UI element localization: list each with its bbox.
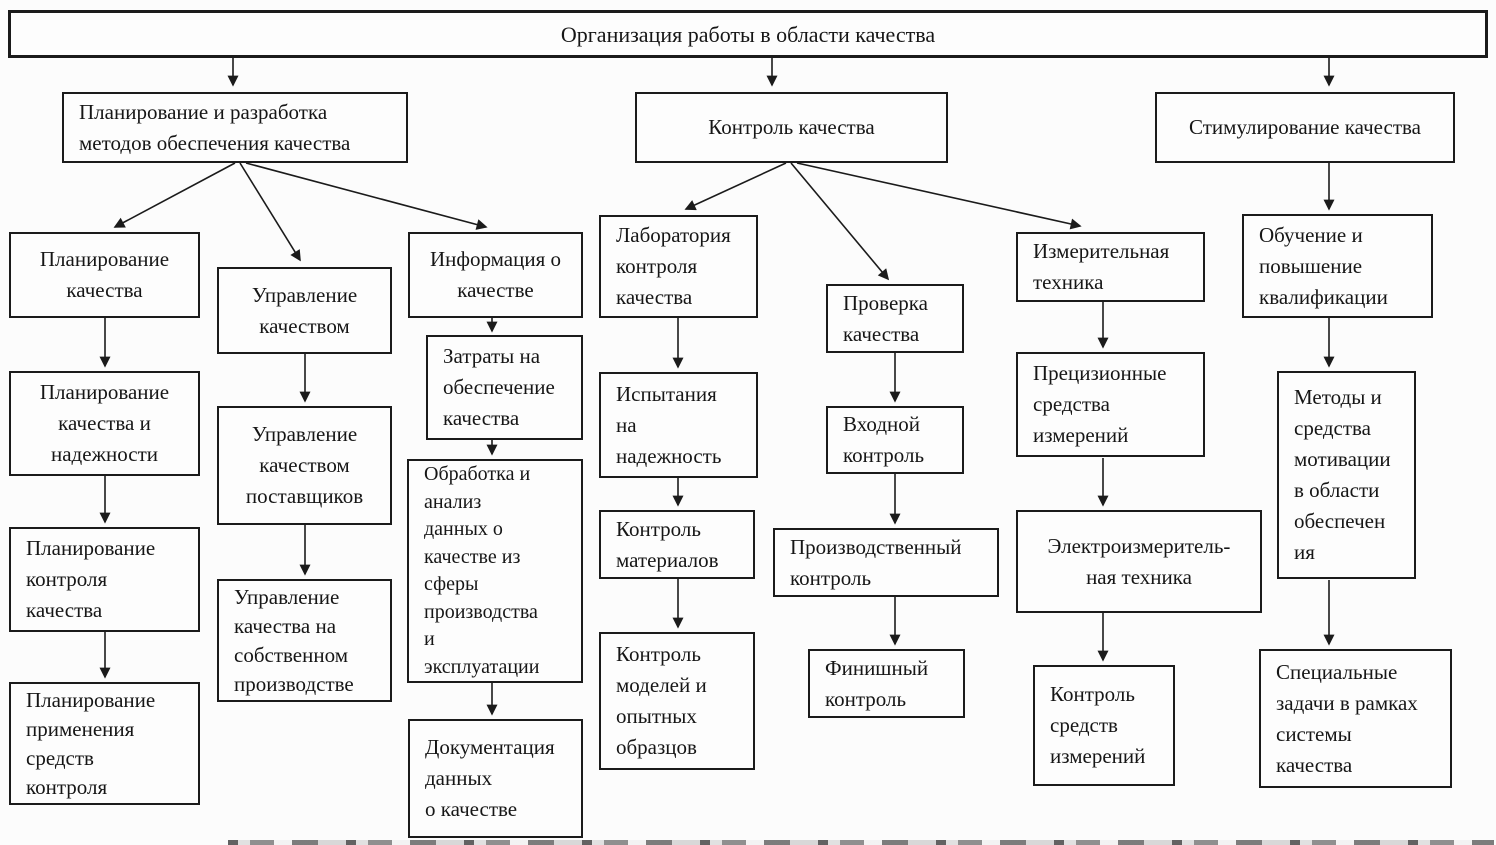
node-models-prototypes-control: Контроль моделей и опытных образцов	[599, 632, 755, 770]
node-quality-reliability-planning: Планирование качества и надежности	[9, 371, 200, 476]
node-measuring-instruments-control: Контроль средств измерений	[1033, 665, 1175, 786]
node-finish-control: Финишный контроль	[808, 649, 965, 718]
node-measuring-equipment: Измерительная техника	[1016, 232, 1205, 302]
node-quality-control-lab: Лаборатория контроля качества	[599, 215, 758, 318]
node-production-control: Производственный контроль	[773, 528, 999, 597]
node-quality-assurance-costs: Затраты на обеспечение качества	[426, 335, 583, 440]
arrow-line	[790, 162, 890, 281]
arrow-line	[113, 162, 236, 228]
node-quality-stimulation: Стимулирование качества	[1155, 92, 1455, 163]
node-materials-control: Контроль материалов	[599, 510, 755, 579]
node-supplier-quality-management: Управление качеством поставщиков	[217, 406, 392, 525]
node-reliability-tests: Испытания на надежность	[599, 372, 758, 478]
node-electrical-measuring-equipment: Электроизмеритель- ная техника	[1016, 510, 1262, 613]
node-precision-measuring-instruments: Прецизионные средства измерений	[1016, 352, 1205, 457]
node-own-production-quality-management: Управление качества на собственном произ…	[217, 579, 392, 702]
arrow-line	[239, 162, 301, 262]
node-quality-check: Проверка качества	[826, 284, 964, 353]
arrow-line	[245, 162, 488, 230]
node-quality-management: Управление качеством	[217, 267, 392, 354]
node-quality-control: Контроль качества	[635, 92, 948, 163]
node-motivation-methods: Методы и средства мотивации в области об…	[1277, 371, 1416, 579]
node-planning-and-development: Планирование и разработка методов обеспе…	[62, 92, 408, 163]
node-training-qualification: Обучение и повышение квалификации	[1242, 214, 1433, 318]
node-control-means-planning: Планирование применения средств контроля	[9, 682, 200, 805]
node-special-tasks: Специальные задачи в рамках системы каче…	[1259, 649, 1452, 788]
node-quality-data-documentation: Документация данных о качестве	[408, 719, 583, 838]
node-quality-control-planning: Планирование контроля качества	[9, 527, 200, 632]
node-root-title: Организация работы в области качества	[8, 10, 1488, 58]
arrow-line	[684, 162, 787, 211]
arrow-line	[796, 162, 1082, 230]
node-quality-planning: Планирование качества	[9, 232, 200, 318]
arrows-group	[99, 58, 1335, 716]
node-quality-data-processing: Обработка и анализ данных о качестве из …	[407, 459, 583, 683]
node-quality-information: Информация о качестве	[408, 232, 583, 318]
bottom-crop-artifact	[228, 840, 1494, 845]
node-input-control: Входной контроль	[826, 406, 964, 474]
